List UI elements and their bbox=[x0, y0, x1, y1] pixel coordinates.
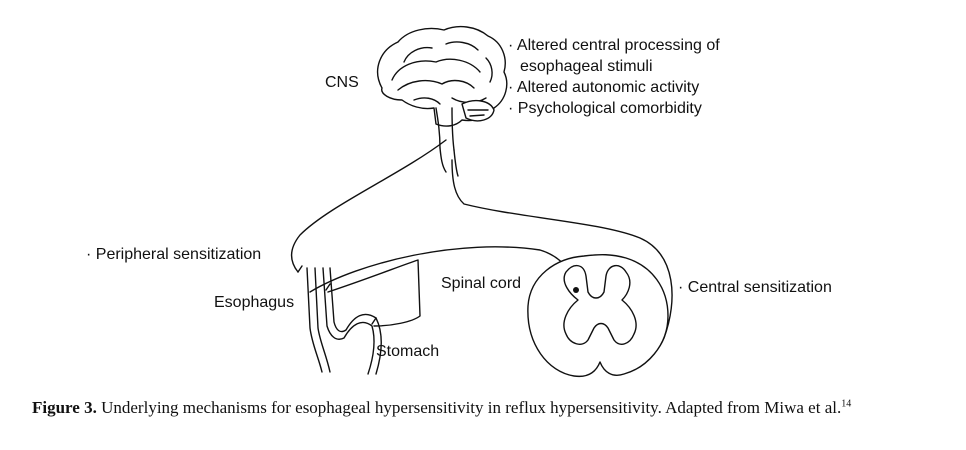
spinal-cord-label: Spinal cord bbox=[441, 275, 521, 292]
spinal-cord-cross-section bbox=[527, 253, 669, 378]
synapse-dot bbox=[573, 287, 579, 293]
cns-bullet-3: · Psychological comorbidity bbox=[508, 100, 702, 117]
central-sensitization-label: · Central sensitization bbox=[678, 279, 832, 296]
caption-figure-number: Figure 3. bbox=[32, 398, 97, 417]
cns-bullet-2: · Altered autonomic activity bbox=[508, 79, 699, 96]
stomach-label: Stomach bbox=[376, 343, 439, 360]
peripheral-sensitization-label: · Peripheral sensitization bbox=[86, 246, 261, 263]
caption-reference: 14 bbox=[841, 398, 852, 410]
figure-caption: Figure 3. Underlying mechanisms for esop… bbox=[32, 398, 952, 418]
caption-text: Underlying mechanisms for esophageal hyp… bbox=[96, 398, 842, 417]
esophagus-label: Esophagus bbox=[214, 294, 294, 311]
esophagus-stomach-illustration bbox=[297, 265, 382, 375]
brain-illustration bbox=[377, 25, 508, 177]
cns-bullet-1-cont: esophageal stimuli bbox=[520, 58, 653, 75]
cns-label: CNS bbox=[325, 74, 359, 91]
cns-bullet-1: · Altered central processing of bbox=[508, 37, 720, 54]
